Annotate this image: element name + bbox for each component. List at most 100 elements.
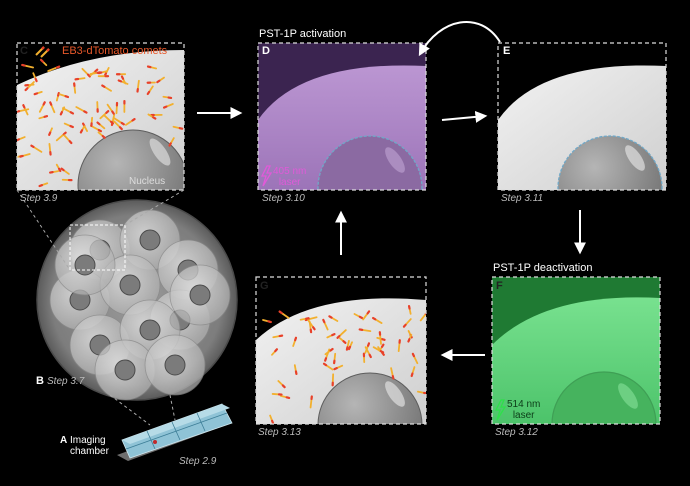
chamber-label-line2: chamber xyxy=(70,446,109,457)
comet-head xyxy=(79,129,84,134)
comet-head xyxy=(379,350,385,354)
laser-514-line2: laser xyxy=(512,410,535,421)
comet-head xyxy=(55,65,61,69)
deactivation-title: PST-1P deactivation xyxy=(493,262,593,274)
comet-icon xyxy=(35,46,50,58)
blastomere-nucleus xyxy=(119,274,141,296)
comet-head xyxy=(101,134,106,139)
comet-head xyxy=(281,384,286,389)
panel-g-frame xyxy=(255,276,427,425)
comet-head xyxy=(294,336,298,342)
comet-head xyxy=(372,316,377,321)
comet-head xyxy=(402,323,407,328)
comet-head xyxy=(69,111,75,115)
comet-head xyxy=(274,348,279,353)
comet-head xyxy=(368,353,372,359)
panel-e xyxy=(498,43,666,190)
lightning-icon xyxy=(260,165,273,187)
comet-head xyxy=(21,63,26,67)
comet-head xyxy=(333,367,338,371)
comet-head xyxy=(329,347,334,352)
panel-f xyxy=(492,277,660,424)
comet-head xyxy=(278,310,283,315)
laser-514-line1: 514 nm xyxy=(507,399,541,410)
comet-head xyxy=(336,335,341,339)
comet-head xyxy=(24,87,29,92)
comet-head xyxy=(328,315,333,319)
comet-head xyxy=(358,315,364,320)
laser-405-line1: 405 nm xyxy=(273,166,307,177)
comet-head xyxy=(111,110,115,115)
comet-head xyxy=(42,101,46,106)
step-g: Step 3.13 xyxy=(258,427,301,438)
comet-head xyxy=(96,121,101,126)
comet-head xyxy=(33,92,39,96)
comet-head xyxy=(17,138,20,142)
comet-head xyxy=(17,110,21,113)
comet-head xyxy=(11,158,13,159)
comet-head xyxy=(271,419,275,424)
comet-head xyxy=(342,340,347,344)
embryo-illustration xyxy=(36,199,238,401)
comet-head xyxy=(57,167,62,173)
blastomere-nucleus xyxy=(74,254,96,276)
comet-head xyxy=(285,396,291,400)
comet-head xyxy=(19,154,24,158)
blastomere-nucleus xyxy=(139,229,161,251)
panel-c-frame xyxy=(16,42,185,191)
blastomere-nucleus xyxy=(189,284,211,306)
comet-head xyxy=(410,372,414,378)
comet-cluster xyxy=(11,58,184,188)
arrow-icon xyxy=(197,21,586,361)
comet-head xyxy=(57,91,60,97)
step-d: Step 3.10 xyxy=(262,193,305,204)
comet-head xyxy=(68,140,73,145)
comet-head xyxy=(97,128,103,133)
step-e: Step 3.11 xyxy=(501,193,544,204)
comet-head xyxy=(59,110,63,116)
chamber-illustration xyxy=(117,403,233,461)
comet-head xyxy=(22,104,26,109)
comet-head xyxy=(162,105,168,109)
comet-head xyxy=(39,58,44,63)
panel-b-letter: B xyxy=(36,375,44,387)
comet-head xyxy=(322,318,326,324)
laser-514-label: 514 nm laser xyxy=(507,399,540,421)
panel-d xyxy=(258,43,426,190)
comet-head xyxy=(312,326,316,331)
comet-head xyxy=(117,79,123,83)
comet-head xyxy=(120,75,125,80)
panel-a-letter: A xyxy=(60,435,68,446)
comet-head xyxy=(322,362,328,367)
step-b: Step 3.7 xyxy=(47,376,85,387)
nucleus-label: Nucleus xyxy=(129,176,166,187)
panel-c-letter: C xyxy=(20,45,28,57)
comet-head xyxy=(69,124,74,129)
comet-head xyxy=(347,345,352,351)
comet-head xyxy=(267,320,272,324)
comet-head xyxy=(109,120,114,125)
step-f: Step 3.12 xyxy=(495,427,538,438)
comet-head xyxy=(366,342,371,347)
comet-head xyxy=(38,184,44,188)
blastomere-nucleus xyxy=(114,359,136,381)
comet-head xyxy=(49,101,53,106)
comet-head xyxy=(366,310,371,315)
comet-legend: EB3-dTomato comets xyxy=(62,45,168,57)
comet-head xyxy=(178,127,184,130)
laser-405-line2: laser xyxy=(278,177,301,188)
comet-head xyxy=(156,79,161,84)
comet-head xyxy=(411,352,416,358)
comet-head xyxy=(331,333,336,337)
comet-head xyxy=(152,116,157,120)
comet-head xyxy=(43,115,49,118)
comet-head xyxy=(86,73,91,78)
comet xyxy=(419,312,426,322)
panel-d-letter: D xyxy=(262,45,270,57)
chamber-label-line1: Imaging xyxy=(70,435,106,446)
panel-e-letter: E xyxy=(503,45,511,57)
comet-head xyxy=(60,167,65,172)
blastomere-nucleus xyxy=(139,319,161,341)
comet-head xyxy=(64,95,70,99)
